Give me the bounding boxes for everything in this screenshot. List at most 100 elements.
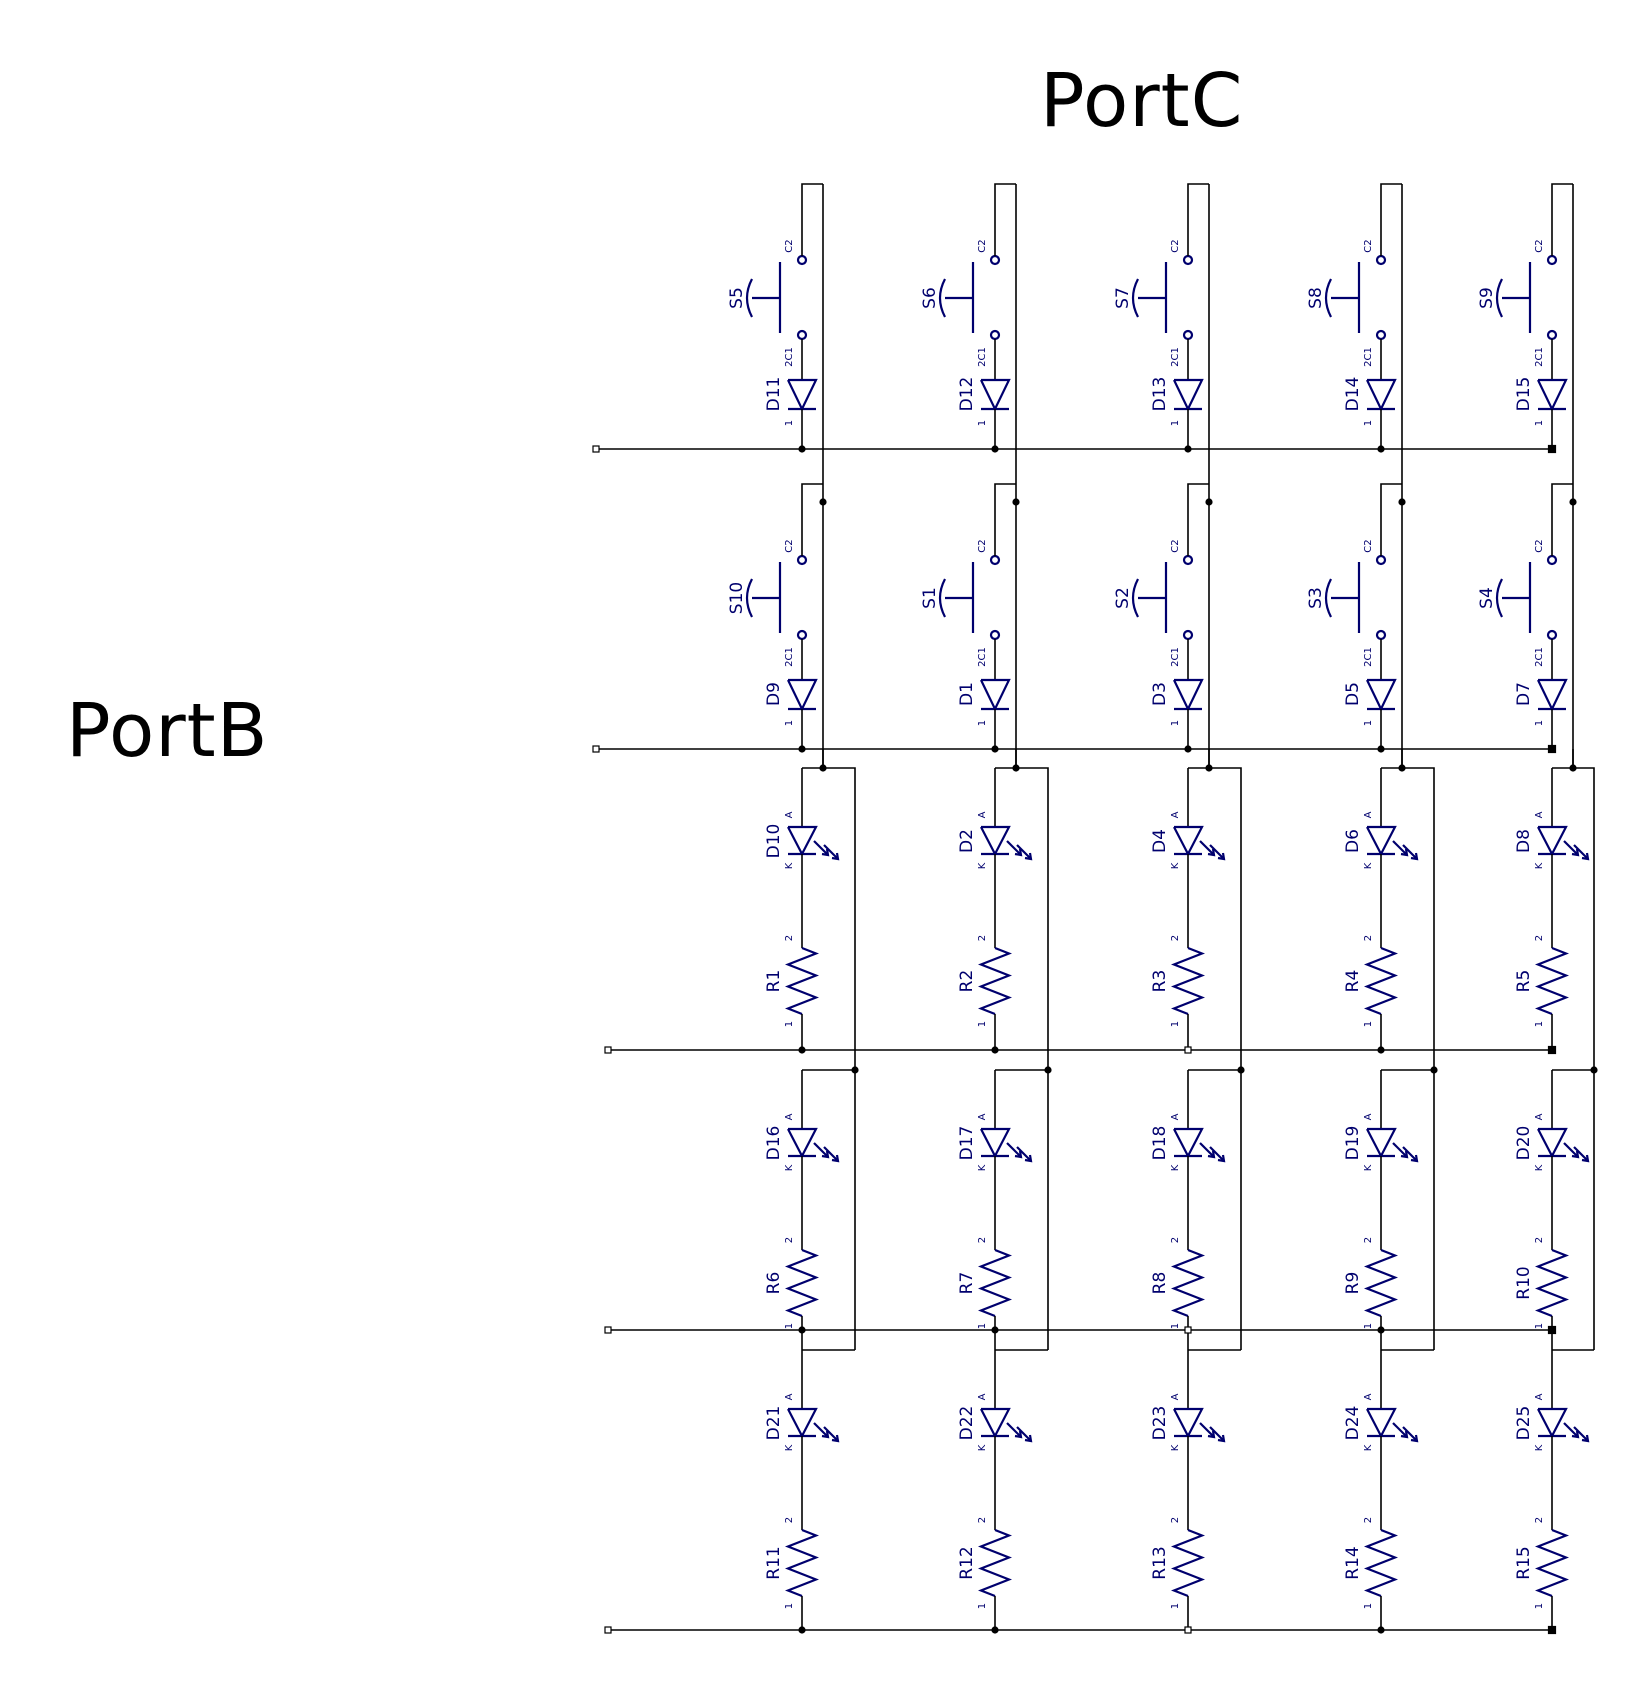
led-arrow — [1006, 1422, 1022, 1438]
wire — [801, 483, 823, 556]
pin-label: 1 — [1534, 1603, 1545, 1609]
led-ref-label: D2 — [957, 829, 977, 853]
switch-ref-label: S9 — [1477, 287, 1497, 309]
junction-dot — [1569, 498, 1577, 506]
led-arrow — [1392, 1142, 1408, 1158]
pin-label: 2 — [1170, 1237, 1181, 1243]
wire — [994, 183, 1016, 256]
switch-cap — [1131, 278, 1139, 318]
junction-dot — [1398, 764, 1406, 772]
pin-label: 1 — [1170, 420, 1181, 426]
junction-square — [1547, 1045, 1557, 1055]
portc-label: PortC — [1040, 58, 1244, 144]
led-arrow — [813, 1422, 829, 1438]
led-arrow — [1573, 1426, 1589, 1442]
led-body — [1537, 825, 1568, 857]
diode-body — [787, 378, 818, 412]
pin-label: 1 — [1363, 1021, 1374, 1027]
pin-label: 1 — [1363, 420, 1374, 426]
resistor-body — [1170, 1248, 1206, 1318]
pin-label: 2C1 — [1170, 347, 1181, 367]
pin-label: K — [1534, 1444, 1545, 1451]
pin-label: 1 — [1534, 1323, 1545, 1329]
switch-cap — [1495, 278, 1503, 318]
led-arrow — [813, 840, 829, 856]
diode-ref-label: D13 — [1150, 377, 1170, 412]
led-arrow — [1573, 1146, 1589, 1162]
led-arrow — [1563, 1142, 1579, 1158]
led-arrow — [1016, 844, 1032, 860]
led-body — [980, 1407, 1011, 1439]
row-terminal — [592, 745, 600, 753]
led-column-wire — [1552, 767, 1595, 1350]
led-arrow-head — [1014, 1430, 1023, 1439]
junction-dot — [1012, 764, 1020, 772]
pin-label: A — [1534, 1393, 1545, 1400]
led-arrow — [1209, 1146, 1225, 1162]
junction-dot — [1184, 445, 1192, 453]
wire — [1551, 183, 1573, 256]
switch-cap — [938, 578, 946, 618]
pin-label: K — [1170, 1164, 1181, 1171]
led-arrow-head — [1207, 1150, 1216, 1159]
switch-contact — [989, 554, 1001, 566]
led-body — [1537, 1127, 1568, 1159]
switch-ref-label: S3 — [1306, 587, 1326, 609]
junction-square — [1547, 444, 1557, 454]
pin-label: K — [977, 1444, 988, 1451]
pin-label: 1 — [1534, 420, 1545, 426]
junction-dot — [991, 1046, 999, 1054]
pin-label: 2 — [1534, 1237, 1545, 1243]
junction-dot — [1237, 1066, 1245, 1074]
pin-label: 1 — [1363, 720, 1374, 726]
pin-label: 2C1 — [1534, 347, 1545, 367]
led-arrow-head — [821, 848, 830, 857]
led-arrow-head — [1014, 1150, 1023, 1159]
switch-contact — [796, 554, 808, 566]
switch-contact — [1375, 629, 1387, 641]
pin-label: C2 — [784, 239, 795, 252]
pin-label: 2C1 — [1534, 647, 1545, 667]
junction-dot — [1569, 764, 1577, 772]
resistor-body — [1534, 946, 1570, 1016]
pin-label: 1 — [1534, 720, 1545, 726]
junction-dot — [1377, 445, 1385, 453]
diode-body — [1173, 378, 1204, 412]
pin-label: C2 — [1534, 239, 1545, 252]
junction-dot — [798, 1626, 806, 1634]
switch-cap — [1495, 578, 1503, 618]
resistor-ref-label: R6 — [764, 1272, 784, 1295]
diode-ref-label: D14 — [1343, 377, 1363, 412]
resistor-ref-label: R5 — [1514, 970, 1534, 993]
led-arrow — [1209, 1426, 1225, 1442]
pin-label: A — [784, 811, 795, 818]
pin-label: 2 — [1363, 935, 1374, 941]
resistor-body — [1534, 1248, 1570, 1318]
led-ref-label: D22 — [957, 1406, 977, 1441]
wire — [1380, 183, 1402, 256]
switch-contact — [796, 629, 808, 641]
wire — [1187, 483, 1209, 556]
pin-label: A — [784, 1113, 795, 1120]
pin-label: C2 — [1363, 539, 1374, 552]
pin-label: A — [1170, 1393, 1181, 1400]
switch-contact — [1375, 554, 1387, 566]
switch-contact — [1546, 329, 1558, 341]
led-arrow-head — [1410, 1434, 1419, 1443]
diode-body — [1537, 378, 1568, 412]
pin-label: K — [1170, 862, 1181, 869]
resistor-ref-label: R7 — [957, 1272, 977, 1295]
pin-label: 1 — [977, 720, 988, 726]
